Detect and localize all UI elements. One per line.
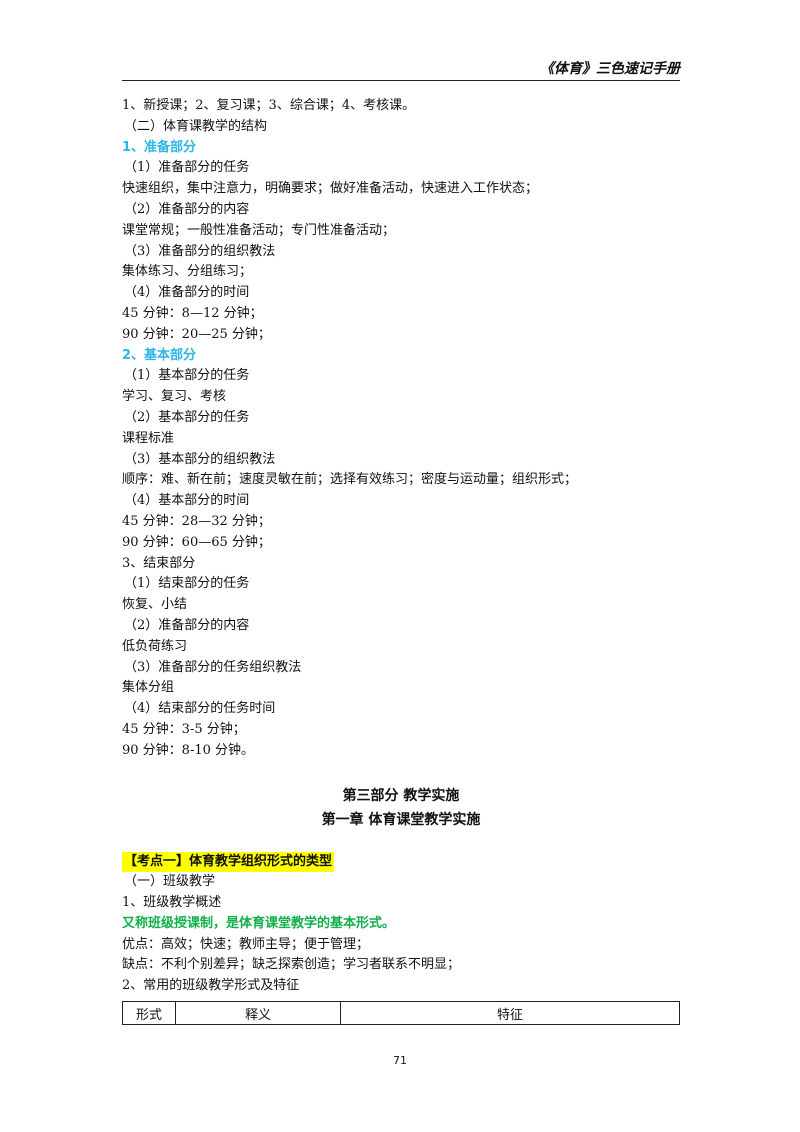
kaodian-title: 【考点一】体育教学组织形式的类型 xyxy=(122,851,335,873)
part-heading-block: 第三部分 教学实施 第一章 体育课堂教学实施 xyxy=(122,784,680,832)
chapter-title: 第一章 体育课堂教学实施 xyxy=(321,811,481,828)
text-line: 缺点：不利个别差异；缺乏探索创造；学习者联系不明显； xyxy=(122,957,461,973)
text-line: （4）结束部分的任务时间 xyxy=(124,701,276,717)
text-line: （4）基本部分的时间 xyxy=(124,493,250,509)
table-header-form: 形式 xyxy=(122,1001,176,1025)
text-line: （3）基本部分的组织教法 xyxy=(124,451,276,467)
text-line: 顺序：难、新在前；速度灵敏在前；选择有效练习；密度与运动量；组织形式； xyxy=(122,472,578,488)
section-heading-prep: 1、准备部分 xyxy=(122,139,197,155)
text-line: 课堂常规；一般性准备活动；专门性准备活动； xyxy=(122,222,396,238)
text-line: 90 分钟：20—25 分钟； xyxy=(122,326,271,342)
class-form-table: 形式 释义 特征 xyxy=(122,1001,680,1025)
text-line: （一）班级教学 xyxy=(124,874,216,890)
text-line: 1、班级教学概述 xyxy=(122,895,222,911)
text-line: 45 分钟：3-5 分钟； xyxy=(122,721,246,737)
text-line: （3）准备部分的任务组织教法 xyxy=(124,659,302,675)
text-line: 2、常用的班级教学形式及特征 xyxy=(122,978,300,994)
text-line: 学习、复习、考核 xyxy=(122,389,227,405)
text-line: 1、新授课；2、复习课；3、综合课；4、考核课。 xyxy=(122,98,416,113)
page-number: 71 xyxy=(393,1054,407,1067)
table-header-feature: 特征 xyxy=(340,1001,680,1025)
text-line: （1）准备部分的任务 xyxy=(124,160,250,176)
section-heading-end: 3、结束部分 xyxy=(122,555,196,571)
text-line: （2）基本部分的任务 xyxy=(124,409,250,425)
text-line: 低负荷练习 xyxy=(122,638,188,654)
text-line: （3）准备部分的组织教法 xyxy=(124,243,276,259)
header-rule xyxy=(122,80,680,81)
text-line: （2）准备部分的内容 xyxy=(124,617,250,633)
text-line: 45 分钟：28—32 分钟； xyxy=(122,513,271,529)
text-line: 45 分钟：8—12 分钟； xyxy=(122,305,263,321)
text-line: 优点：高效；快速；教师主导；便于管理； xyxy=(122,936,370,952)
text-line: 90 分钟：60—65 分钟； xyxy=(122,534,271,550)
text-line: 课程标准 xyxy=(122,430,175,446)
section-heading-basic: 2、基本部分 xyxy=(122,347,197,363)
table-header-row: 形式 释义 特征 xyxy=(122,1001,680,1025)
green-emphasis-line: 又称班级授课制，是体育课堂教学的基本形式。 xyxy=(122,915,396,931)
text-line: （4）准备部分的时间 xyxy=(124,285,250,301)
document-header-title: 《体育》三色速记手册 xyxy=(540,61,680,77)
text-line: （1）基本部分的任务 xyxy=(124,368,250,384)
text-line: 集体分组 xyxy=(122,680,175,696)
text-line: 集体练习、分组练习； xyxy=(122,264,253,280)
text-line: （1）结束部分的任务 xyxy=(124,576,250,592)
text-line: （二）体育课教学的结构 xyxy=(124,118,268,134)
table-header-meaning: 释义 xyxy=(175,1001,341,1025)
text-line: （2）准备部分的内容 xyxy=(124,201,250,217)
text-line: 恢复、小结 xyxy=(122,597,188,613)
text-line: 快速组织，集中注意力，明确要求；做好准备活动，快速进入工作状态； xyxy=(122,181,539,197)
part-title: 第三部分 教学实施 xyxy=(342,787,460,804)
page-content: 1、新授课；2、复习课；3、综合课；4、考核课。 （二）体育课教学的结构 1、准… xyxy=(122,96,680,997)
text-line: 90 分钟：8-10 分钟。 xyxy=(122,742,255,758)
